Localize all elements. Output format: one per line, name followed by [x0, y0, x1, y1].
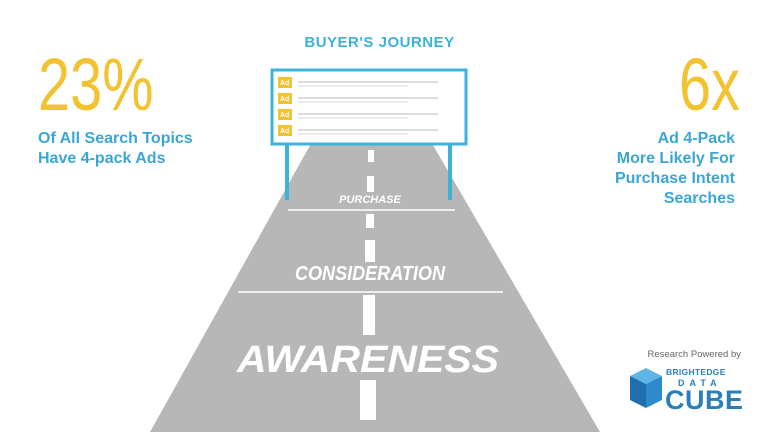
right-caption-line2: More Likely For: [616, 150, 735, 167]
ad-badge-3: Ad: [280, 112, 289, 119]
road-center-dashes: [360, 150, 376, 420]
ad-badge-1: Ad: [280, 80, 289, 87]
data-cube-logo-icon: [630, 368, 662, 408]
research-powered-by: Research Powered by: [647, 349, 741, 360]
right-stat-caption: Ad 4-Pack More Likely For Purchase Inten…: [560, 129, 735, 209]
right-caption-line1: Ad 4-Pack: [657, 130, 735, 147]
left-stat-caption: Of All Search Topics Have 4-pack Ads: [38, 129, 258, 169]
brand-cube: CUBE: [665, 385, 744, 415]
ad-badge-4: Ad: [280, 128, 289, 135]
left-stat-value: 23%: [38, 43, 154, 126]
stage-awareness: AWARENESS: [236, 339, 499, 381]
billboard-post-right: [448, 140, 452, 200]
ad-badge-2: Ad: [280, 96, 289, 103]
right-caption-line3: Purchase Intent: [614, 170, 735, 187]
road: [150, 140, 600, 432]
right-caption-line4: Searches: [663, 190, 735, 207]
brand-brightedge: BRIGHTEDGE: [666, 367, 726, 377]
stage-consideration: CONSIDERATION: [295, 263, 445, 285]
billboard-post-left: [285, 140, 289, 200]
left-caption-line1: Of All Search Topics: [38, 130, 193, 147]
left-caption-line2: Have 4-pack Ads: [38, 150, 166, 167]
right-stat-value: 6x: [679, 43, 740, 126]
stage-purchase: PURCHASE: [339, 194, 401, 206]
brand-data: DATA: [678, 378, 722, 388]
billboard-ad-rows: [278, 77, 438, 136]
page-title: BUYER'S JOURNEY: [304, 34, 455, 51]
